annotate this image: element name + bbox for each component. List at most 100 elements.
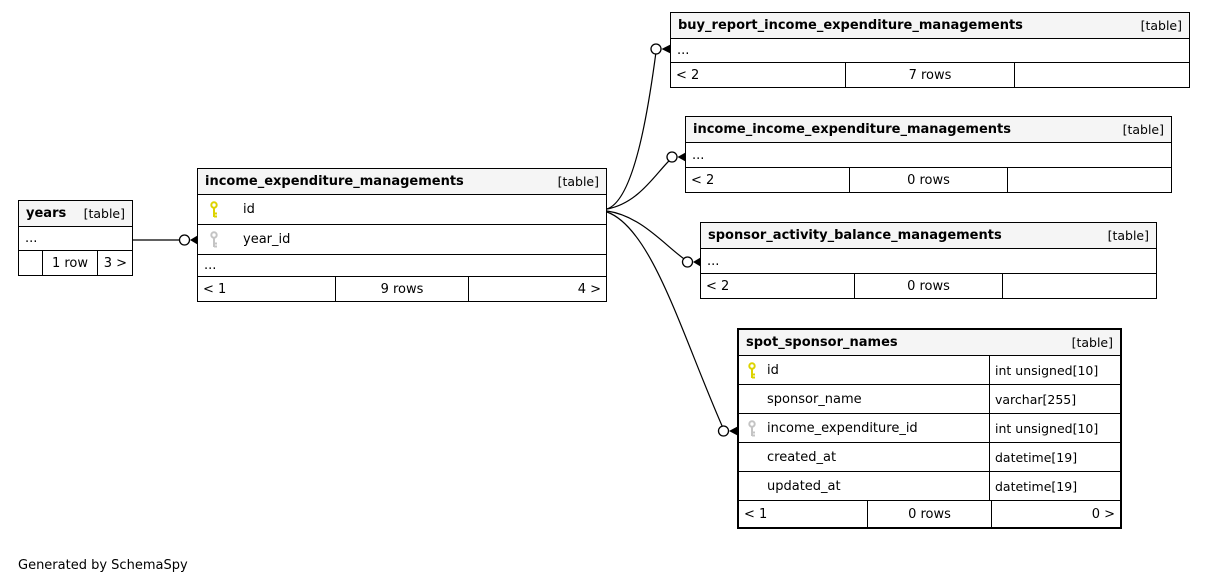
- column-row-id: id: [198, 195, 606, 225]
- crowfoot-marker: [677, 152, 686, 162]
- table-badge: [table]: [1140, 18, 1182, 33]
- table-badge: [table]: [557, 174, 599, 189]
- column-type: varchar[255]: [995, 391, 1077, 407]
- table-node-buy_report_income_expenditure_managements[interactable]: buy_report_income_expenditure_management…: [670, 12, 1190, 88]
- footer-parents: [19, 251, 43, 275]
- key-icon-placeholder: [739, 472, 767, 500]
- footer-rowcount: 1 row: [43, 251, 98, 275]
- footer-children: 3 >: [103, 255, 127, 271]
- column-row-updated-at: updated_at datetime[19]: [739, 472, 1120, 501]
- table-node-sponsor_activity_balance_managements[interactable]: sponsor_activity_balance_managements [ta…: [700, 222, 1157, 299]
- footer-children: [1008, 168, 1171, 192]
- column-type: datetime[19]: [995, 449, 1078, 465]
- table-footer: < 2 7 rows: [671, 63, 1189, 87]
- column-row-id: id int unsigned[10]: [739, 356, 1120, 385]
- edge-iem-to-buy-report: [606, 51, 657, 210]
- table-name[interactable]: buy_report_income_expenditure_management…: [678, 18, 1023, 33]
- table-footer: 1 row 3 >: [19, 251, 132, 275]
- footer-rowcount: 0 rows: [868, 501, 992, 527]
- zero-circle-marker: [681, 256, 694, 268]
- table-header[interactable]: income_expenditure_managements [table]: [198, 169, 606, 195]
- footer-rowcount: 0 rows: [850, 168, 1009, 192]
- crowfoot-marker: [693, 257, 701, 267]
- column-row-sponsor-name: sponsor_name varchar[255]: [739, 385, 1120, 414]
- footer-parents: < 2: [701, 274, 855, 298]
- column-row-income-expenditure-id: income_expenditure_id int unsigned[10]: [739, 414, 1120, 443]
- table-name[interactable]: years: [26, 206, 67, 221]
- table-header[interactable]: years [table]: [19, 201, 132, 227]
- table-node-income_expenditure_managements[interactable]: income_expenditure_managements [table] i…: [197, 168, 607, 302]
- crowfoot-marker: [190, 235, 198, 245]
- column-name: income_expenditure_id: [767, 420, 918, 436]
- ellipsis-row: ...: [686, 143, 1171, 168]
- table-header[interactable]: buy_report_income_expenditure_management…: [671, 13, 1189, 39]
- footer-rowcount: 7 rows: [846, 63, 1016, 87]
- table-name[interactable]: sponsor_activity_balance_managements: [708, 228, 1002, 243]
- ellipsis-row: ...: [701, 249, 1156, 274]
- footer-parents: < 2: [686, 168, 850, 192]
- column-type: int unsigned[10]: [995, 362, 1099, 378]
- crowfoot-marker: [729, 426, 738, 436]
- edge-iem-to-spot-sponsor: [606, 211, 724, 429]
- column-name: created_at: [767, 449, 837, 465]
- column-row-created-at: created_at datetime[19]: [739, 443, 1120, 472]
- foreign-key-icon: [198, 225, 243, 254]
- zero-circle-marker: [666, 151, 678, 163]
- table-node-income_income_expenditure_managements[interactable]: income_income_expenditure_managements [t…: [685, 116, 1172, 193]
- table-node-years[interactable]: years [table] ... 1 row 3 >: [18, 200, 133, 276]
- ellipsis-row: ...: [198, 255, 606, 277]
- ellipsis-text: ...: [204, 258, 217, 273]
- primary-key-icon: [198, 195, 243, 224]
- table-badge: [table]: [1122, 122, 1164, 137]
- table-name[interactable]: spot_sponsor_names: [746, 335, 898, 350]
- table-badge: [table]: [1071, 335, 1113, 350]
- ellipsis-text: ...: [692, 147, 705, 163]
- zero-circle-marker: [717, 425, 730, 437]
- ellipsis-row: ...: [671, 39, 1189, 63]
- column-name: year_id: [243, 232, 291, 247]
- crowfoot-marker: [661, 44, 671, 54]
- column-name: id: [767, 362, 779, 378]
- edge-iem-to-income-income: [606, 157, 673, 210]
- table-footer: < 2 0 rows: [701, 274, 1156, 298]
- footer-parents: < 1: [739, 501, 868, 527]
- table-footer: < 1 9 rows 4 >: [198, 277, 606, 301]
- key-icon-placeholder: [739, 443, 767, 471]
- column-type: int unsigned[10]: [995, 420, 1099, 436]
- ellipsis-text: ...: [677, 43, 690, 58]
- footer-rowcount: 9 rows: [336, 277, 469, 301]
- table-header[interactable]: income_income_expenditure_managements [t…: [686, 117, 1171, 143]
- footer-children: [1015, 63, 1189, 87]
- footer-parents: < 2: [671, 63, 846, 87]
- table-header[interactable]: sponsor_activity_balance_managements [ta…: [701, 223, 1156, 249]
- table-footer: < 2 0 rows: [686, 168, 1171, 192]
- table-badge: [table]: [83, 206, 125, 221]
- column-row-year-id: year_id: [198, 225, 606, 255]
- footer-rowcount: 0 rows: [855, 274, 1004, 298]
- key-icon-placeholder: [739, 385, 767, 413]
- zero-circle-marker: [178, 234, 191, 246]
- ellipsis-text: ...: [25, 231, 38, 246]
- footer-children: [1003, 274, 1156, 298]
- table-footer: < 1 0 rows 0 >: [739, 501, 1120, 527]
- generator-caption: Generated by SchemaSpy: [18, 558, 188, 573]
- footer-parents: < 1: [198, 277, 336, 301]
- column-type: datetime[19]: [995, 478, 1078, 494]
- table-node-spot_sponsor_names[interactable]: spot_sponsor_names [table] id int unsign…: [737, 328, 1122, 529]
- table-badge: [table]: [1107, 228, 1149, 243]
- column-name: sponsor_name: [767, 391, 862, 407]
- zero-circle-marker: [650, 43, 662, 55]
- table-header[interactable]: spot_sponsor_names [table]: [739, 330, 1120, 356]
- primary-key-icon: [739, 356, 767, 384]
- column-name: updated_at: [767, 478, 841, 494]
- table-name[interactable]: income_income_expenditure_managements: [693, 122, 1011, 137]
- foreign-key-icon: [739, 414, 767, 442]
- edge-iem-to-sponsor-activity: [606, 210, 688, 262]
- ellipsis-text: ...: [707, 253, 720, 269]
- table-name[interactable]: income_expenditure_managements: [205, 174, 464, 189]
- column-name: id: [243, 202, 255, 217]
- ellipsis-row: ...: [19, 227, 132, 251]
- footer-children: 0 >: [1091, 506, 1115, 522]
